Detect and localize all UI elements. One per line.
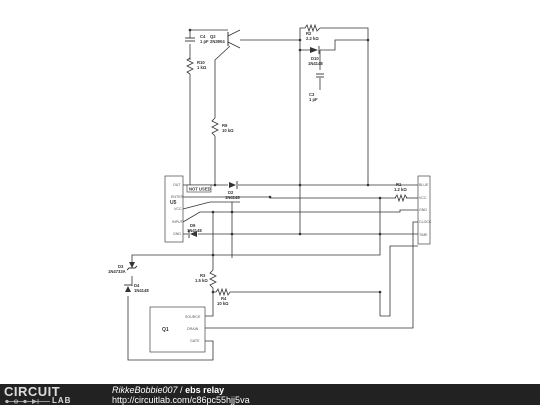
resistor-r4: R4 10 kΩ [215, 287, 231, 306]
d10-ref: D10 [311, 56, 319, 61]
r10-value: 1 kΩ [197, 65, 207, 70]
diode-d4: D4 1N4148 [124, 283, 149, 293]
c4-ref: C4 [200, 34, 206, 39]
diode-d10: D10 1N4148 [308, 46, 323, 66]
not-used-flag: NOT USED [186, 184, 212, 193]
u5-pin-gnd: GND [173, 232, 181, 236]
u5-pin-input: INPUT [172, 220, 184, 224]
u5-pin-out: OUT [173, 183, 181, 187]
footer-bar: CIRCUIT LAB RikkeBobbie007 / ebs relay h… [0, 384, 540, 405]
header-pin-time: TIME [419, 233, 428, 237]
u5-pin-vcc: VCC [174, 207, 182, 211]
d3-value: 1N4733A [108, 269, 126, 274]
zener-diode-d3: D3 1N4733A [108, 262, 138, 274]
d2-ref: D2 [228, 190, 234, 195]
resistor-r1: R1 1.2 kΩ [394, 182, 408, 203]
c3-ref: C3 [309, 92, 315, 97]
q1-pin-drain: DRAIN [187, 327, 199, 331]
diode-d9: D9 1N4148 [187, 223, 202, 238]
capacitor-c3: C3 1 pF [309, 73, 324, 102]
q1-ref: Q1 [162, 327, 169, 333]
resistor-r9: R9 10 kΩ [211, 117, 234, 137]
capacitor-c4: C4 1 pF [185, 34, 209, 44]
q2-ref: Q2 [210, 34, 216, 39]
r3-ref: R3 [200, 273, 206, 278]
logo-sub: LAB [52, 396, 72, 405]
d4-value: 1N4148 [134, 288, 149, 293]
title-separator: / [177, 385, 186, 395]
r2-ref: R2 [306, 31, 312, 36]
u5-pin-enter: ENTER [171, 195, 184, 199]
schematic-canvas: C4 1 pF Q2 2N3904 R2 2.2 kΩ D10 1N4148 C… [108, 23, 432, 361]
r9-ref: R9 [222, 123, 228, 128]
r4-value: 10 kΩ [217, 301, 229, 306]
logo-word: CIRCUIT [4, 384, 61, 399]
d2-value: 1N4148 [225, 195, 240, 200]
u5-ref: U5 [170, 200, 177, 206]
u5-body [164, 175, 184, 243]
ic-u5: OUT ENTER VCC INPUT GND U5 [164, 175, 184, 243]
resistor-r2: R2 2.2 kΩ [304, 23, 321, 41]
r2-value: 2.2 kΩ [306, 36, 319, 41]
r1-ref: R1 [396, 182, 402, 187]
transistor-q2: Q2 2N3904 [210, 29, 241, 49]
connector-header: BLUE VCC GND CLOCK TIME [417, 175, 432, 245]
header-pin-vcc: VCC [419, 196, 427, 200]
r10-ref: R10 [197, 60, 205, 65]
c4-value: 1 pF [200, 39, 209, 44]
junction-dots [188, 28, 382, 294]
q1-body [149, 306, 206, 353]
header-pin-blue: BLUE [419, 183, 429, 187]
resistor-r3: R3 1.5 kΩ [195, 269, 217, 289]
q2-value: 2N3904 [210, 39, 225, 44]
d9-ref: D9 [190, 223, 196, 228]
q1-pin-source: SOURCE [185, 315, 201, 319]
c3-value: 1 pF [309, 97, 318, 102]
not-used-label: NOT USED [189, 187, 211, 192]
d4-ref: D4 [134, 283, 140, 288]
header-body [417, 175, 431, 245]
r1-value: 1.2 kΩ [394, 187, 407, 192]
wires [127, 27, 418, 361]
circuitlab-logo[interactable]: CIRCUIT LAB [4, 385, 104, 405]
circuit-title: ebs relay [185, 385, 225, 395]
resistor-r10: R10 1 kΩ [186, 57, 207, 75]
r3-value: 1.5 kΩ [195, 278, 208, 283]
d3-ref: D3 [118, 264, 124, 269]
circuit-url-link[interactable]: http://circuitlab.com/c86pc55hjj5va [112, 395, 250, 405]
mosfet-q1: SOURCE DRAIN GATE Q1 [149, 306, 206, 353]
r9-value: 10 kΩ [222, 128, 234, 133]
header-pin-clock: CLOCK [419, 220, 432, 224]
r4-ref: R4 [221, 296, 227, 301]
logo-circuit-icon [5, 399, 50, 404]
author-link[interactable]: RikkeBobbie007 [112, 385, 178, 395]
d10-value: 1N4148 [308, 61, 323, 66]
q1-pin-gate: GATE [190, 339, 200, 343]
diode-d2: D2 1N4148 [225, 181, 240, 200]
header-pin-gnd: GND [419, 208, 427, 212]
d9-value: 1N4148 [187, 228, 202, 233]
footer-caption: RikkeBobbie007 / ebs relay http://circui… [112, 385, 250, 405]
